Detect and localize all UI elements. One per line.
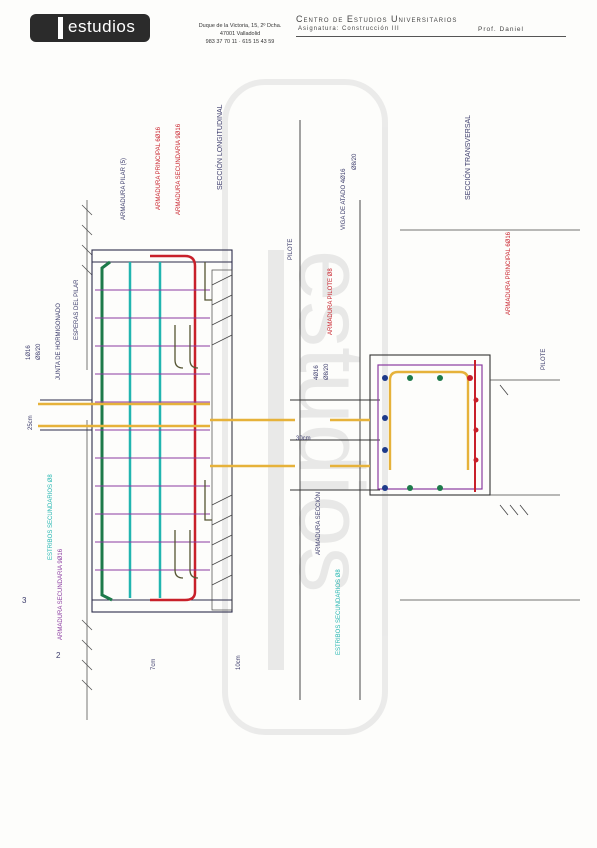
label-viga-atado: VIGA DE ATADO 4Ø16	[341, 168, 347, 230]
label-viga-atado-estribos: Ø8/20	[352, 153, 358, 170]
label-junta: JUNTA DE HORMIGONADO	[56, 303, 62, 380]
label-armadura-secundaria-left: ARMADURA SECUNDARIA 9Ø16	[58, 548, 64, 640]
main-green-rebar	[100, 260, 113, 602]
label-pilar-left-top: 1Ø16	[26, 345, 32, 360]
wall-hatch	[211, 269, 233, 611]
label-dim-left: 25cm	[28, 415, 34, 430]
transversal-dots	[382, 375, 479, 491]
footing-outline	[40, 249, 233, 613]
label-armadura-principal-t: ARMADURA PRINCIPAL 6Ø16	[506, 231, 512, 315]
address-line-3: 983 37 70 11 · 615 15 43 59	[205, 39, 275, 45]
label-pilote-top: PILOTE	[288, 239, 294, 260]
professor-label: Prof. Daniel	[478, 26, 524, 33]
label-estribos-secundarios: ESTRIBOS SECUNDARIOS Ø8	[48, 474, 54, 560]
watermark: estudios	[222, 79, 388, 735]
label-dim-10cm: 10cm	[236, 655, 242, 670]
label-seccion-longitudinal: SECCIÓN LONGITUDINAL	[215, 104, 224, 190]
label-viga-4phi: 4Ø16	[314, 365, 320, 380]
header-rule	[296, 36, 566, 37]
label-armadura-pilote-t: ARMADURA PILOTE Ø8	[328, 268, 334, 335]
right-ground	[400, 229, 580, 601]
label-pilote-t: PILOTE	[541, 349, 547, 370]
label-pilar-left-bottom: Ø8/20	[36, 343, 42, 360]
transversal-section	[330, 354, 491, 496]
purple-stirrups	[95, 289, 210, 571]
label-armadura-secundaria: ARMADURA SECUNDARIA 9Ø16	[176, 123, 182, 215]
logo-i-bar	[58, 17, 63, 39]
label-viga-phi820: Ø8/20	[324, 363, 330, 380]
label-num-2: 2	[56, 651, 61, 660]
address-line-2: 47001 Valladolid	[219, 31, 261, 37]
label-num-3: 3	[22, 596, 27, 605]
label-esperas-pilar: ESPERAS DEL PILAR	[74, 279, 80, 340]
watermark-text: estudios	[280, 250, 382, 593]
label-dim-30cm: 30cm	[296, 436, 311, 442]
principal-red-rebar	[150, 254, 197, 602]
label-estribos-sec-t: ESTRIBOS SECUNDARIOS Ø8	[336, 569, 342, 655]
subject-label: Asignatura: Construcción III	[298, 26, 400, 32]
label-armadura-principal: ARMADURA PRINCIPAL 6Ø16	[156, 126, 162, 210]
pilote-hooks	[174, 262, 212, 579]
logo-box	[30, 14, 150, 42]
estudios-logo: estudios	[30, 14, 150, 42]
label-armadura-seccion: ARMADURA SECCIÓN	[315, 492, 322, 555]
logo-text: estudios	[68, 17, 136, 36]
tie-beam	[290, 120, 380, 700]
address-block: Duque de la Victoria, 15, 2º Dcha. 47001…	[180, 22, 300, 46]
label-dim-7cm: 7cm	[151, 659, 157, 670]
yellow-bars-left	[38, 402, 295, 468]
address-line-1: Duque de la Victoria, 15, 2º Dcha.	[198, 23, 282, 29]
center-title: Centro de Estudios Universitarios	[296, 14, 458, 24]
ground-hatch-left	[81, 200, 93, 720]
label-armadura-pilar: ARMADURA PILAR (5)	[121, 158, 127, 220]
label-seccion-transversal: SECCIÓN TRANSVERSAL	[463, 115, 472, 200]
